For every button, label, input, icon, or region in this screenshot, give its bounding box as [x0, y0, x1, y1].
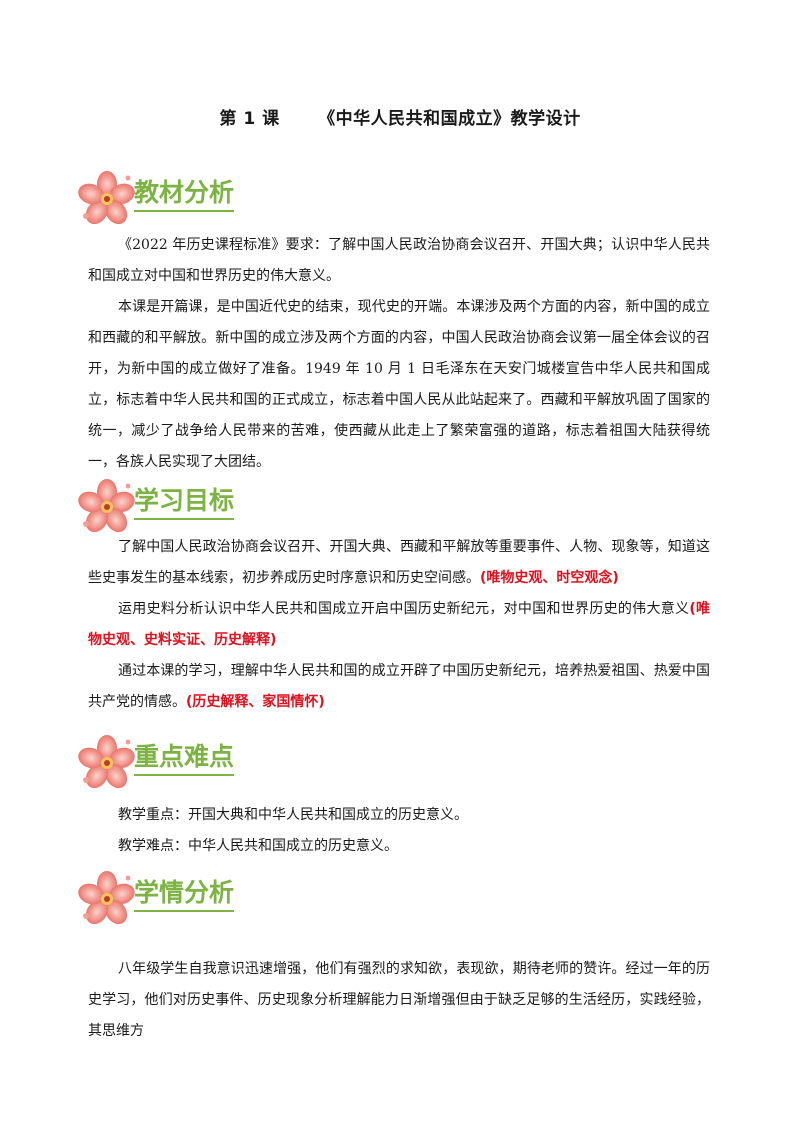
goal-tag: (唯物史观、时空观念) — [480, 570, 619, 586]
section-heading: 学习目标 — [134, 486, 235, 520]
page-title: 第 1 课 《中华人民共和国成立》教学设计 — [219, 109, 581, 129]
section-heading: 重点难点 — [134, 742, 235, 776]
plum-blossom-icon — [78, 479, 136, 532]
goal-item-1: 了解中国人民政治协商会议召开、开国大典、西藏和平解放等重要事件、人物、现象等，知… — [88, 532, 710, 594]
plum-blossom-icon — [78, 871, 136, 924]
section-heading: 教材分析 — [134, 178, 235, 212]
goal-item-2: 运用史料分析认识中华人民共和国成立开启中国历史新纪元，对中国和世界历史的伟大意义… — [88, 594, 710, 656]
plum-blossom-icon — [78, 735, 136, 788]
goal-item-3: 通过本课的学习，理解中华人民共和国的成立开辟了中国历史新纪元，培养热爱祖国、热爱… — [88, 656, 710, 718]
section-heading: 学情分析 — [134, 878, 235, 912]
students-paragraph-1: 八年级学生自我意识迅速增强，他们有强烈的求知欲，表现欲，期待老师的赞许。经过一年… — [88, 961, 710, 1039]
analysis-paragraph-1: 《2022 年历史课程标准》要求：了解中国人民政治协商会议召开、开国大典；认识中… — [88, 237, 710, 284]
goal-text: 通过本课的学习，理解中华人民共和国的成立开辟了中国历史新纪元，培养热爱祖国、热爱… — [88, 663, 710, 710]
goal-tag: (唯物史观、史料实证、历史解释) — [88, 601, 710, 648]
goal-text: 运用史料分析认识中华人民共和国成立开启中国历史新纪元，对中国和世界历史的伟大意义 — [118, 601, 690, 617]
difficulty-point: 教学难点：中华人民共和国成立的历史意义。 — [118, 838, 398, 854]
analysis-paragraph-2: 本课是开篇课，是中国近代史的结束，现代史的开端。本课涉及两个方面的内容，新中国的… — [88, 299, 710, 470]
goal-tag: (历史解释、家国情怀) — [186, 694, 325, 710]
plum-blossom-icon — [78, 171, 136, 224]
goal-text: 了解中国人民政治协商会议召开、开国大典、西藏和平解放等重要事件、人物、现象等，知… — [88, 539, 710, 586]
key-point: 教学重点：开国大典和中华人民共和国成立的历史意义。 — [118, 807, 468, 823]
